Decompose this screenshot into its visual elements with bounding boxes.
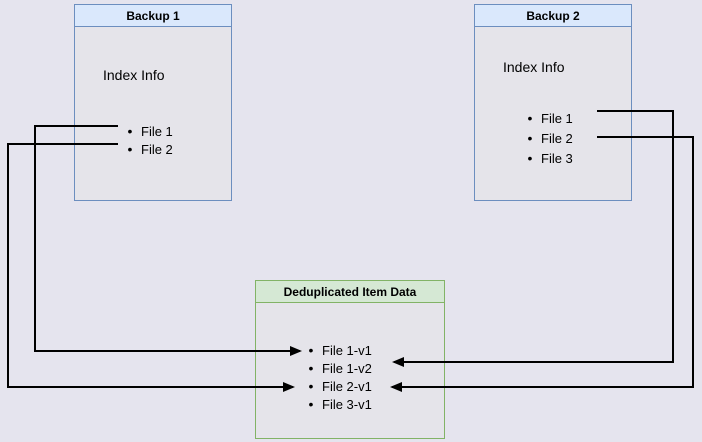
bullet-icon [305,360,317,376]
dedup-file-list: File 1-v1 File 1-v2 File 2-v1 File 3-v1 [256,341,444,413]
bullet-icon [524,110,536,126]
backup1-title: Backup 1 [75,5,231,27]
list-item: File 3 [475,148,631,168]
list-item: File 2 [475,128,631,148]
bullet-icon [305,342,317,358]
backup2-title: Backup 2 [475,5,631,27]
list-item-label: File 2 [541,130,573,146]
list-item-label: File 2 [141,141,173,157]
bullet-icon [524,150,536,166]
list-item: File 1 [75,122,231,140]
bullet-icon [524,130,536,146]
list-item-label: File 2-v1 [322,378,372,394]
backup2-index-info-label: Index Info [503,59,565,75]
list-item: File 3-v1 [256,395,444,413]
list-item-label: File 1-v1 [322,342,372,358]
list-item: File 1-v1 [256,341,444,359]
list-item: File 2 [75,140,231,158]
backup2-box: Backup 2 Index Info File 1 File 2 File 3 [474,4,632,201]
backup2-file-list: File 1 File 2 File 3 [475,108,631,168]
backup1-file-list: File 1 File 2 [75,122,231,158]
list-item: File 1 [475,108,631,128]
dedup-box: Deduplicated Item Data File 1-v1 File 1-… [255,280,445,439]
dedup-title: Deduplicated Item Data [256,281,444,303]
list-item: File 2-v1 [256,377,444,395]
backup1-index-info-label: Index Info [103,67,165,83]
list-item: File 1-v2 [256,359,444,377]
list-item-label: File 3-v1 [322,396,372,412]
list-item-label: File 3 [541,150,573,166]
backup1-box: Backup 1 Index Info File 1 File 2 [74,4,232,201]
list-item-label: File 1 [541,110,573,126]
list-item-label: File 1 [141,123,173,139]
list-item-label: File 1-v2 [322,360,372,376]
bullet-icon [305,378,317,394]
bullet-icon [124,141,136,157]
bullet-icon [124,123,136,139]
bullet-icon [305,396,317,412]
